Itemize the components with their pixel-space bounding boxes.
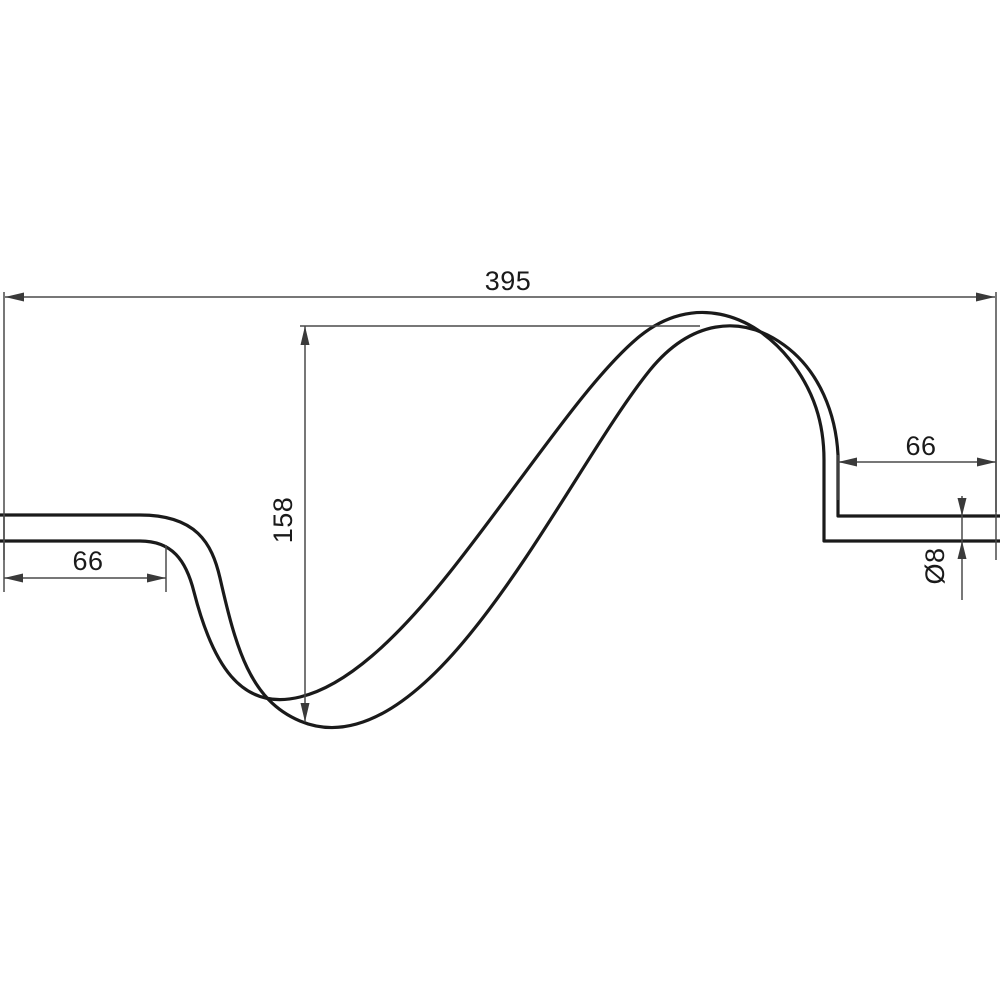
dimension-label-66-right: 66 <box>905 431 936 461</box>
arrowhead-left-66-left <box>4 573 23 583</box>
arrowhead-right-395 <box>976 292 995 302</box>
dimension-label-395: 395 <box>485 266 532 296</box>
arrowhead-bottom-158 <box>300 703 310 722</box>
dimension-66-left-group: 66 <box>3 515 167 592</box>
arrowhead-left-395 <box>5 292 24 302</box>
dimension-label-158: 158 <box>268 497 298 544</box>
arrowhead-right-66-right <box>977 457 996 467</box>
arrowhead-top-diameter-8 <box>957 498 967 516</box>
dimension-66-right-group: 66 <box>837 420 997 512</box>
arrowhead-right-66-left <box>147 573 166 583</box>
dimension-diameter-8-group: Ø8 <box>920 496 967 600</box>
bar-inner-edge <box>0 310 1000 702</box>
arrowhead-top-158 <box>300 326 310 345</box>
dimension-158-group: 158 <box>268 325 700 722</box>
dimension-label-diameter-8: Ø8 <box>920 547 950 584</box>
arrowhead-bottom-diameter-8 <box>957 541 967 559</box>
bar-outer-edge <box>0 324 1000 730</box>
part-outline-group <box>0 310 1000 730</box>
dimension-label-66-left: 66 <box>72 546 103 576</box>
arrowhead-left-66-right <box>838 457 857 467</box>
